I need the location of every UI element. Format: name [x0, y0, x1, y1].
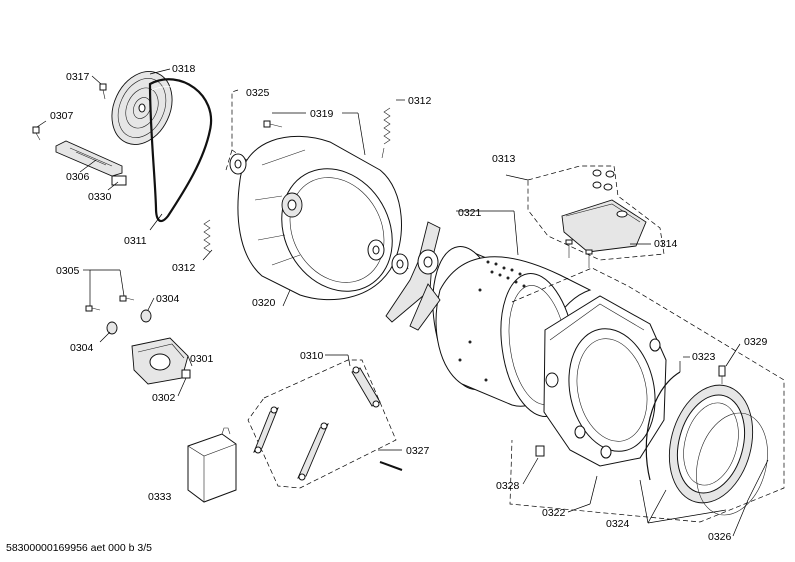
label-0325: 0325: [246, 87, 270, 99]
clamp-screw-part: [718, 365, 726, 384]
shock-pin-part: [379, 461, 403, 471]
label-0320: 0320: [252, 297, 276, 309]
shock-absorber-b-part: [253, 406, 279, 454]
label-0321: 0321: [458, 207, 482, 219]
tub-front-part: [543, 295, 667, 467]
control-module-part: [187, 427, 237, 503]
label-0333: 0333: [148, 491, 172, 503]
drum-spider-part: [385, 221, 441, 331]
tub-clamp-ring-part: [645, 371, 681, 481]
drum-part: [432, 246, 592, 417]
shock-absorber-c-part: [297, 422, 329, 481]
label-0302: 0302: [152, 392, 176, 404]
label-0318: 0318: [172, 63, 196, 75]
seal-clamp-ring-part: [696, 412, 768, 516]
label-0310: 0310: [300, 350, 324, 362]
label-0327: 0327: [406, 445, 430, 457]
tub-spring-upper-part: [381, 107, 391, 159]
pulley-screw-part: [99, 83, 107, 100]
door-seal-part: [668, 384, 754, 504]
label-0307: 0307: [50, 110, 74, 122]
label-0329: 0329: [744, 336, 768, 348]
label-0305: 0305: [56, 265, 80, 277]
tub-rear-part: [229, 135, 409, 301]
tub-spring-lower-part: [203, 219, 211, 253]
motor-part: [131, 337, 189, 385]
label-0312-lower: 0312: [172, 262, 196, 274]
label-0322: 0322: [542, 507, 566, 519]
label-0330: 0330: [88, 191, 112, 203]
label-0319: 0319: [310, 108, 334, 120]
counterweight-hardware-part: [592, 169, 615, 191]
motor-damper-part: [106, 309, 152, 335]
drive-belt-part: [148, 78, 213, 223]
label-0326: 0326: [708, 531, 732, 543]
label-0306: 0306: [66, 171, 90, 183]
motor-bracket-part: [55, 140, 123, 177]
label-0328: 0328: [496, 480, 520, 492]
tub-screw-part: [263, 120, 283, 128]
bracket-clip-part: [111, 175, 127, 186]
label-0301: 0301: [190, 353, 214, 365]
label-0324: 0324: [606, 518, 630, 530]
label-0304-left: 0304: [70, 342, 94, 354]
shock-absorber-a-part: [351, 366, 381, 408]
bracket-screw-part: [32, 126, 41, 141]
label-0304-right: 0304: [156, 293, 180, 305]
label-0311: 0311: [124, 235, 147, 247]
label-0323: 0323: [692, 351, 716, 363]
pulley-part: [111, 71, 173, 145]
label-0313: 0313: [492, 153, 516, 165]
tub-sensor-part: [535, 445, 545, 457]
counterweight-part: [561, 199, 647, 253]
label-0312-upper: 0312: [408, 95, 432, 107]
counterweight-screws-part: [565, 239, 593, 268]
motor-clip-part: [181, 369, 191, 379]
document-number: 58300000169956 aet 000 b 3/5: [6, 542, 152, 554]
label-0314: 0314: [654, 238, 678, 250]
motor-screw-part: [85, 295, 135, 312]
label-0317: 0317: [66, 71, 90, 83]
